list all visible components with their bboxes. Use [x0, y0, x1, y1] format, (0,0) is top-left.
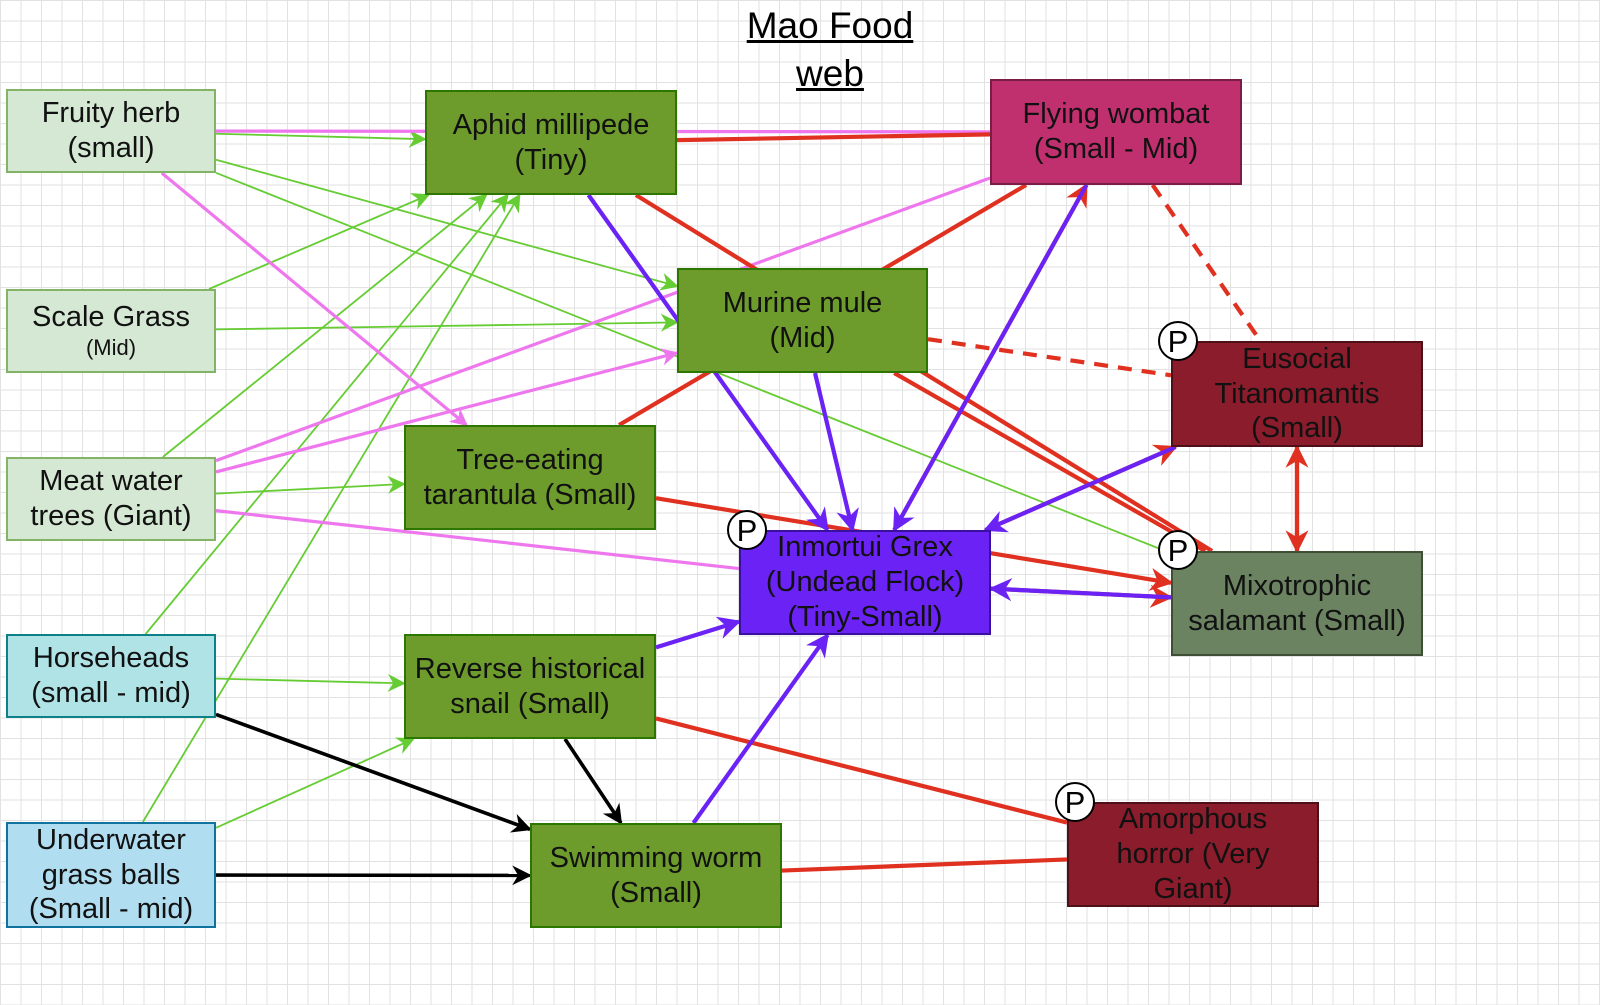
node-label: Meat water trees (Giant) — [30, 465, 192, 532]
edge-scale-to-murine — [215, 313, 679, 332]
parasite-marker-grex: P — [727, 510, 767, 550]
edge-aphid-to-salamander — [634, 193, 1214, 553]
edge-meat-to-murine — [215, 348, 679, 474]
edge-underwater-to-snail — [215, 737, 415, 829]
node-label: Eusocial Titanomantis (Small) — [1214, 342, 1380, 445]
edge-murine-to-grex — [812, 372, 859, 533]
node-aphid-millipede[interactable]: Aphid millipede (Tiny) — [425, 90, 677, 195]
edge-fruity-to-tarantula — [160, 171, 468, 427]
node-label: Scale Grass — [32, 301, 190, 334]
node-flying-wombat[interactable]: Flying wombat (Small - Mid) — [990, 79, 1242, 185]
edge-fruity-to-aphid — [215, 129, 427, 148]
edge-mantis-to-grex — [983, 445, 1177, 533]
edge-murine-to-salamander — [893, 371, 1207, 553]
diagram-title: Mao Food web — [715, 2, 945, 98]
node-amorphous-horror[interactable]: Amorphous horror (Very Giant) — [1067, 802, 1319, 907]
edge-wombat-to-grex — [892, 183, 1089, 533]
node-fruity-herb[interactable]: Fruity herb (small) — [6, 89, 216, 173]
node-label: Tree-eating tarantula (Small) — [423, 443, 637, 511]
node-label: Amorphous horror (Very Giant) — [1116, 803, 1270, 905]
edge-meat-to-grex — [215, 509, 740, 571]
node-label: Mixotrophic salamant (Small) — [1188, 569, 1406, 637]
parasite-marker-horror: P — [1055, 782, 1095, 822]
edge-salamander-to-grex — [988, 578, 1172, 602]
node-eusocial-titanomantis[interactable]: Eusocial Titanomantis (Small) — [1171, 341, 1423, 447]
edge-horse-to-snail — [215, 673, 406, 692]
node-label: Reverse historical snail (Small) — [414, 652, 646, 720]
edge-meat-to-tarantula — [215, 475, 406, 495]
edge-horse-to-worm — [215, 712, 532, 833]
node-label: Inmortui Grex (Undead Flock) (Tiny-Small… — [765, 531, 965, 633]
node-label: Swimming worm (Small) — [549, 841, 763, 909]
node-label: Flying wombat (Small - Mid) — [1022, 98, 1210, 165]
edge-snail-to-horror — [655, 716, 1068, 825]
node-tree-eating-tarantula[interactable]: Tree-eating tarantula (Small) — [404, 425, 656, 530]
edge-snail-to-worm — [563, 738, 623, 825]
node-mixotrophic-salamander[interactable]: Mixotrophic salamant (Small) — [1171, 551, 1423, 656]
node-label: Horseheads (small - mid) — [31, 642, 191, 709]
node-inmortui-grex[interactable]: Inmortui Grex (Undead Flock) (Tiny-Small… — [739, 530, 991, 635]
diagram-title-text: Mao Food web — [746, 5, 914, 95]
node-label: Murine mule (Mid) — [722, 286, 883, 354]
parasite-marker-salamander: P — [1158, 530, 1198, 570]
edge-wombat-to-mantis — [1150, 183, 1263, 343]
node-sublabel: (Mid) — [85, 335, 137, 361]
parasite-marker-text: P — [1064, 784, 1086, 820]
edge-horse-to-aphid — [144, 193, 509, 635]
node-label: Fruity herb (small) — [41, 97, 181, 164]
edge-scale-to-aphid — [208, 193, 431, 290]
edge-worm-to-grex — [691, 633, 830, 825]
edge-aphid-to-wombat — [676, 132, 991, 143]
node-swimming-worm[interactable]: Swimming worm (Small) — [530, 823, 782, 928]
parasite-marker-text: P — [736, 512, 758, 548]
edge-meat-to-aphid — [162, 193, 488, 458]
parasite-marker-mantis: P — [1158, 321, 1198, 361]
node-horseheads[interactable]: Horseheads (small - mid) — [6, 634, 216, 718]
edge-meat-to-wombat — [215, 176, 991, 463]
edge-worm-to-horror — [781, 857, 1068, 873]
parasite-marker-text: P — [1167, 323, 1189, 359]
node-murine-mule[interactable]: Murine mule (Mid) — [677, 268, 928, 373]
parasite-marker-text: P — [1167, 532, 1189, 568]
edge-snail-to-grex — [655, 616, 742, 650]
edge-fruity-to-murine — [215, 158, 679, 291]
edge-murine-to-mantis — [927, 337, 1172, 378]
node-scale-grass[interactable]: Scale Grass (Mid) — [6, 289, 216, 373]
node-meat-water-trees[interactable]: Meat water trees (Giant) — [6, 457, 216, 541]
node-reverse-historical-snail[interactable]: Reverse historical snail (Small) — [404, 634, 656, 739]
node-underwater-grass-balls[interactable]: Underwater grass balls (Small - mid) — [6, 822, 216, 928]
node-label: Aphid millipede (Tiny) — [452, 108, 650, 176]
node-label: Underwater grass balls (Small - mid) — [28, 823, 194, 926]
